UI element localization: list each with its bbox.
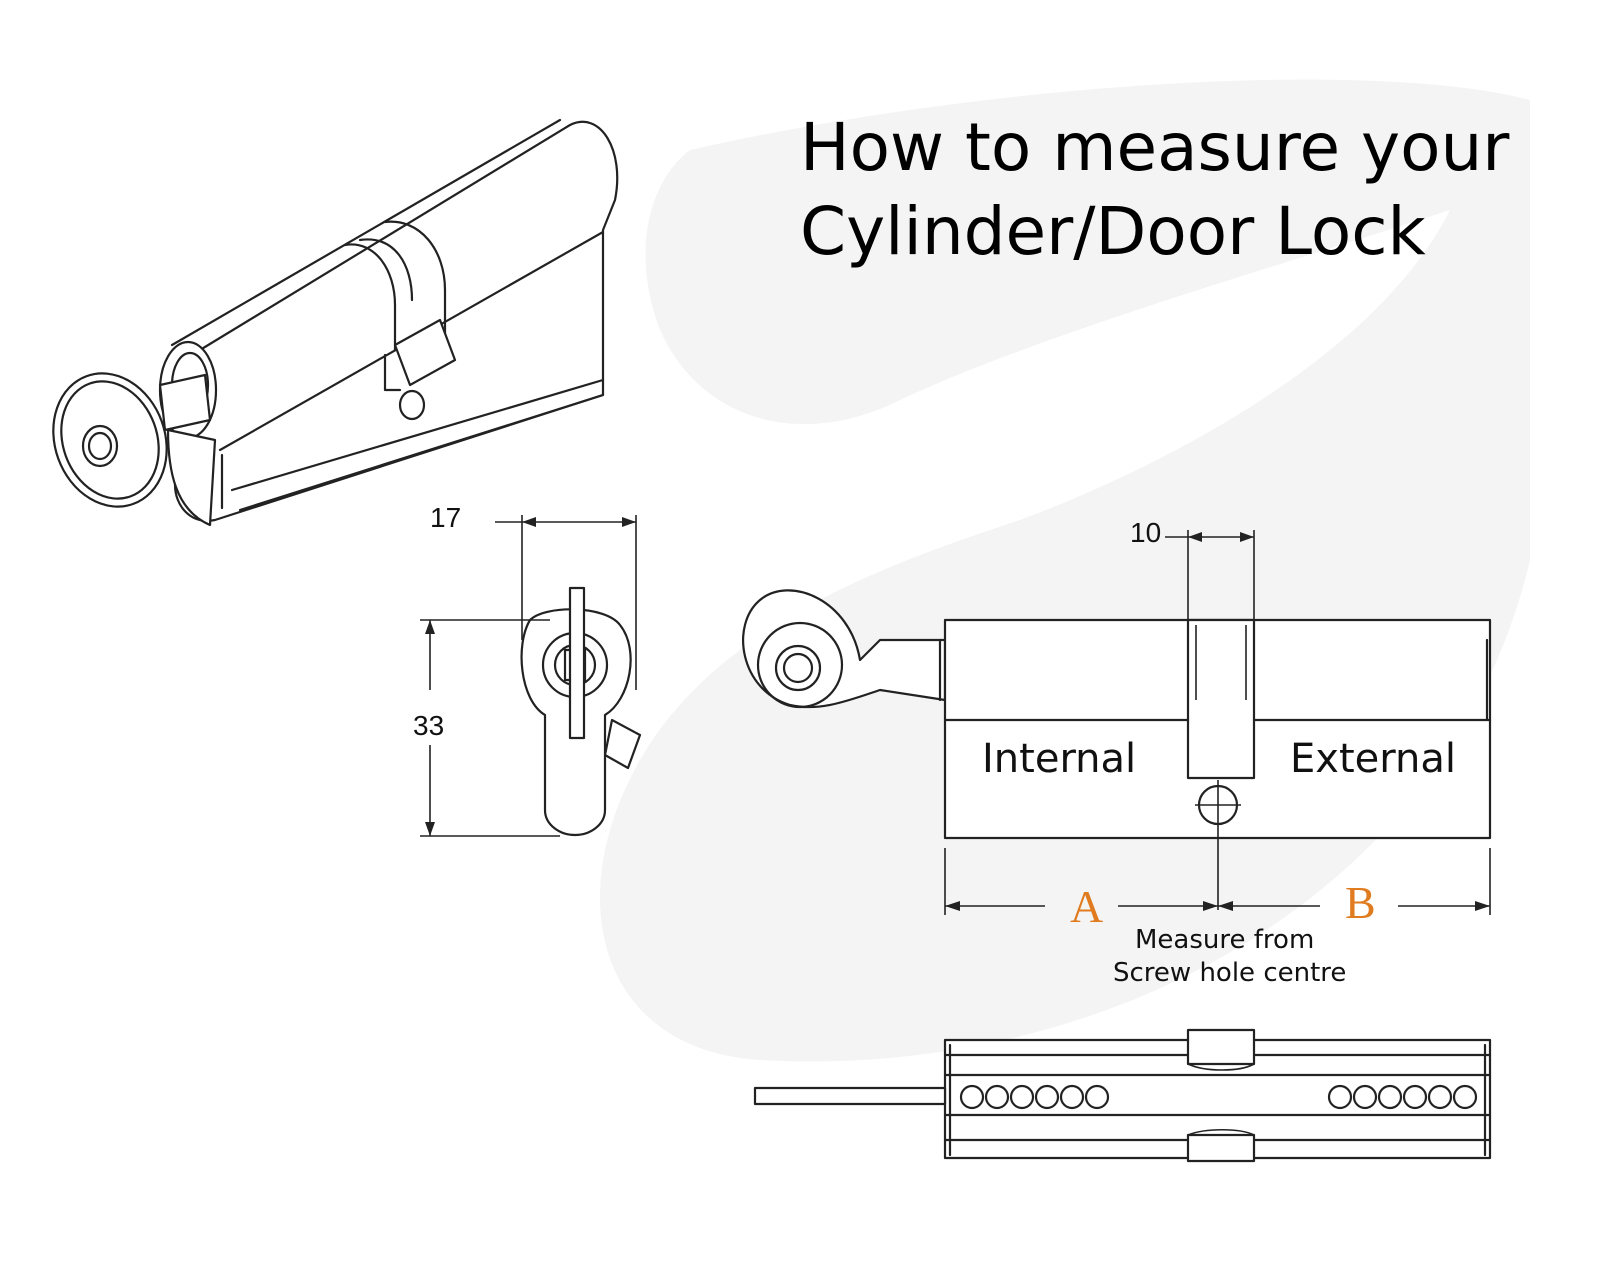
measurement-a-label: A bbox=[1070, 881, 1103, 932]
external-side-label: External bbox=[1290, 736, 1456, 782]
isometric-cylinder-drawing bbox=[52, 118, 619, 527]
measure-note-line-1: Measure from bbox=[1135, 925, 1314, 955]
title-line-1: How to measure your bbox=[800, 109, 1510, 186]
internal-side-label: Internal bbox=[982, 736, 1136, 782]
side-view-drawing bbox=[742, 530, 1492, 915]
title-line-2: Cylinder/Door Lock bbox=[800, 193, 1426, 270]
end-view-drawing bbox=[420, 515, 642, 837]
width-dimension-label: 17 bbox=[430, 502, 461, 533]
section-view-drawing bbox=[753, 1028, 1492, 1163]
measure-note-line-2: Screw hole centre bbox=[1113, 958, 1346, 988]
measurement-b-label: B bbox=[1345, 877, 1376, 928]
height-dimension-label: 33 bbox=[413, 710, 444, 741]
cam-dimension-label: 10 bbox=[1130, 517, 1161, 548]
